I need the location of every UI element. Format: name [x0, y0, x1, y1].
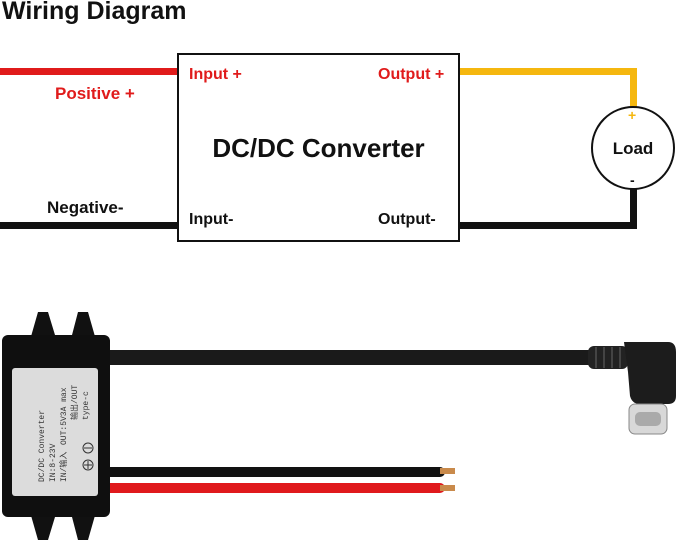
output-negative-wire-vertical: [630, 189, 637, 229]
type-c-connector-body: [624, 342, 676, 404]
load-label: Load: [612, 139, 654, 158]
load-minus-label: -: [630, 172, 635, 188]
output-negative-label: Output-: [378, 211, 436, 228]
dc-dc-converter-box: Input + Output + DC/DC Converter Input- …: [177, 53, 460, 242]
output-negative-wire: [459, 222, 637, 229]
input-negative-label: Input-: [189, 211, 234, 228]
module-text-2: IN:8-23V: [49, 443, 58, 482]
red-input-wire: [100, 483, 445, 493]
input-positive-label: Input +: [189, 66, 242, 83]
converter-product-photo: DC/DC Converter IN:8-23V OUT:5V3A max IN…: [2, 312, 676, 540]
strain-relief: [588, 346, 628, 369]
output-positive-label: Output +: [378, 66, 445, 83]
load-plus-label: +: [628, 107, 637, 123]
module-top-ears: [30, 312, 96, 340]
usb-cable: [100, 350, 600, 365]
module-bottom-ears: [30, 512, 96, 540]
module-text-6: type-c: [82, 391, 91, 420]
positive-label: Positive +: [55, 84, 135, 103]
load-circle: Load: [591, 106, 675, 190]
negative-label: Negative-: [47, 198, 124, 217]
module-text-4: IN/输入: [58, 452, 69, 482]
module-text-1: DC/DC Converter: [38, 410, 47, 482]
polarity-symbol-icon: [82, 442, 94, 471]
negative-input-wire: [0, 222, 178, 229]
module-label: [12, 368, 98, 496]
output-positive-wire: [459, 68, 637, 75]
module-text-3: OUT:5V3A max: [60, 387, 69, 445]
black-input-wire: [100, 467, 445, 477]
converter-name: DC/DC Converter: [212, 133, 425, 163]
positive-input-wire: [0, 68, 178, 75]
module-text-5: 输出/OUT: [69, 385, 80, 420]
output-positive-wire-vertical: [630, 68, 637, 108]
diagram-title: Wiring Diagram: [2, 0, 187, 25]
